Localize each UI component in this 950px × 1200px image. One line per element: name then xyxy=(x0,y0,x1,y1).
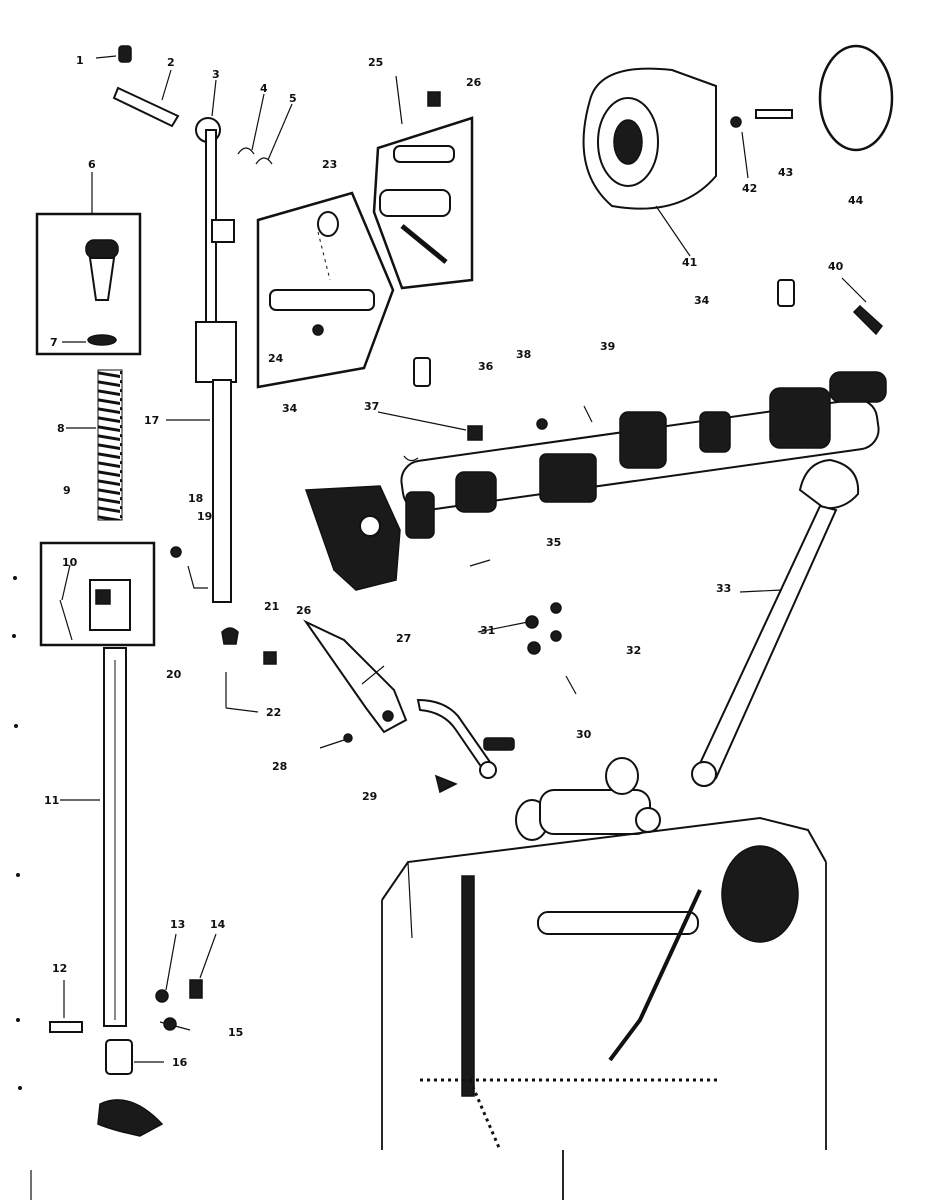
callout-12: 12 xyxy=(52,962,67,975)
callout-23: 23 xyxy=(322,158,337,171)
callout-15: 15 xyxy=(228,1026,243,1039)
callout-18: 18 xyxy=(188,492,203,505)
part-36-bushing-right xyxy=(777,279,795,307)
callout-10: 10 xyxy=(62,556,78,569)
part-29-30-link xyxy=(416,698,515,794)
callout-43: 43 xyxy=(778,166,793,179)
part-28-pin xyxy=(319,733,353,749)
callout-20: 20 xyxy=(166,668,182,681)
callout-40: 40 xyxy=(828,260,844,273)
callout-17: 17 xyxy=(144,414,159,427)
part-44-cover-plate xyxy=(818,44,894,152)
callout-34: 34 xyxy=(282,402,298,415)
callout-26b: 26 xyxy=(296,604,312,617)
part-36-bushing-left xyxy=(413,357,431,387)
callout-27: 27 xyxy=(396,632,411,645)
callout-35: 35 xyxy=(546,536,561,549)
part-10-needle-clamp-box xyxy=(39,541,156,647)
part-16-presser-foot xyxy=(97,1039,164,1137)
callout-38: 38 xyxy=(516,348,531,361)
part-31-32-screws xyxy=(477,602,577,695)
callout-31: 31 xyxy=(480,624,495,637)
callout-labels: 1 2 3 4 5 6 7 8 9 10 11 12 13 14 15 16 1… xyxy=(44,54,864,1069)
part-20-21-22-guides xyxy=(221,627,277,713)
callout-34b: 34 xyxy=(694,294,710,307)
machine-head-outline xyxy=(381,816,827,1200)
part-3-connecting-link xyxy=(195,79,235,331)
margin-marks xyxy=(12,576,32,1200)
part-4-5-clips xyxy=(237,93,293,165)
arm-shaft-assembly xyxy=(515,757,661,841)
part-23-24-box xyxy=(256,191,395,389)
callout-41: 41 xyxy=(682,256,697,269)
part-2-pin xyxy=(112,69,180,128)
part-40-stud xyxy=(841,277,884,336)
part-27-lever xyxy=(303,619,408,734)
callout-24: 24 xyxy=(268,352,284,365)
callout-7: 7 xyxy=(50,336,58,349)
callout-21: 21 xyxy=(264,600,279,613)
part-33-connecting-rod xyxy=(691,458,860,787)
part-1-set-screw xyxy=(95,45,132,63)
callout-1: 1 xyxy=(76,54,84,67)
part-37-38-39-parts xyxy=(377,405,593,462)
callout-8: 8 xyxy=(57,422,65,435)
callout-13: 13 xyxy=(170,918,185,931)
callout-36: 36 xyxy=(478,360,494,373)
callout-39: 39 xyxy=(600,340,615,353)
part-11-needle-bar xyxy=(60,647,127,1027)
callout-16: 16 xyxy=(172,1056,188,1069)
callout-19: 19 xyxy=(197,510,212,523)
callout-3: 3 xyxy=(212,68,220,81)
part-12-screw xyxy=(49,980,83,1033)
part-8-spring xyxy=(66,369,123,521)
callout-2: 2 xyxy=(167,56,175,69)
callout-29: 29 xyxy=(362,790,377,803)
callout-37: 37 xyxy=(364,400,379,413)
callout-28: 28 xyxy=(272,760,287,773)
callout-26: 26 xyxy=(466,76,482,89)
callout-44: 44 xyxy=(848,194,864,207)
callout-32: 32 xyxy=(626,644,641,657)
callout-9: 9 xyxy=(63,484,71,497)
callout-4: 4 xyxy=(260,82,268,95)
part-25-26-box xyxy=(372,75,474,290)
callout-25: 25 xyxy=(368,56,383,69)
callout-30: 30 xyxy=(576,728,592,741)
callout-11: 11 xyxy=(44,794,59,807)
part-13-14-15-small-parts xyxy=(155,933,217,1031)
part-35-main-shaft xyxy=(304,371,887,591)
callout-42: 42 xyxy=(742,182,757,195)
part-17-presser-bar xyxy=(166,321,237,603)
part-41-handwheel xyxy=(582,67,717,257)
callout-33: 33 xyxy=(716,582,731,595)
part-6-7-thread-tension-box xyxy=(35,172,142,356)
callout-14: 14 xyxy=(210,918,226,931)
callout-5: 5 xyxy=(289,92,297,105)
part-42-43-screw-washer xyxy=(730,109,793,179)
callout-6: 6 xyxy=(88,158,96,171)
callout-22: 22 xyxy=(266,706,281,719)
part-18-19-screws xyxy=(170,546,208,589)
